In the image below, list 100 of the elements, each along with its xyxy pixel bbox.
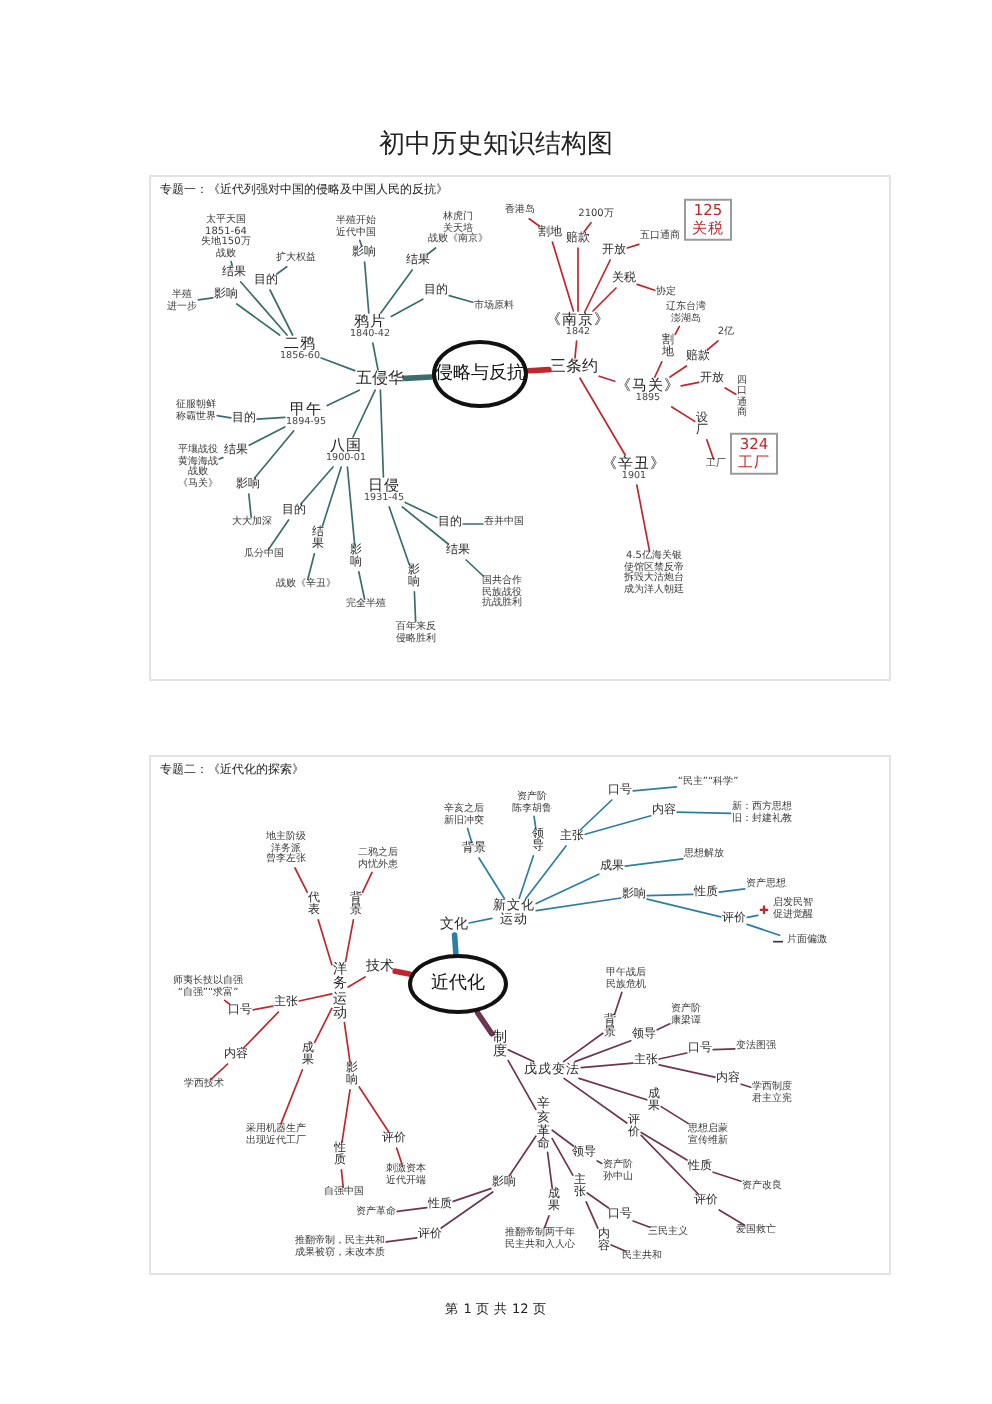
branch-line <box>474 1010 495 1037</box>
branch-line <box>357 570 366 601</box>
branch-line <box>280 1068 304 1125</box>
branch-line <box>275 265 288 275</box>
branch-line <box>478 857 506 900</box>
branch-line <box>269 289 294 336</box>
branch-line <box>507 1059 537 1111</box>
branch-line <box>343 1021 351 1064</box>
branch-line <box>579 799 613 831</box>
branch-line <box>533 815 537 830</box>
branch-label: 五侵华 <box>356 371 404 389</box>
branch-line <box>451 932 459 956</box>
branch-line <box>361 871 373 894</box>
branch-line <box>395 1147 403 1165</box>
branch-line <box>448 294 474 304</box>
branch-line <box>313 1007 333 1044</box>
branch-line <box>613 991 623 1016</box>
branch-line <box>640 1134 700 1195</box>
branch-line <box>586 1192 610 1209</box>
branch-line <box>388 506 411 566</box>
branch-line <box>507 1048 535 1063</box>
branch-line <box>658 1052 688 1060</box>
branch-label: 三条约 <box>550 359 598 377</box>
branch-line <box>653 360 663 378</box>
branch-line <box>670 406 696 423</box>
branch-line <box>404 501 438 519</box>
branch-line <box>660 1105 690 1125</box>
branch-line <box>562 1032 604 1063</box>
branch-line <box>718 887 746 894</box>
branch-line <box>252 1005 274 1011</box>
branch-line <box>358 239 363 247</box>
branch-line <box>326 389 361 407</box>
branch-line <box>352 389 377 438</box>
branch-line <box>718 1209 746 1227</box>
branch-line <box>340 1168 345 1189</box>
branch-line <box>598 375 616 383</box>
branch-line <box>577 247 579 312</box>
branch-line <box>658 1063 716 1079</box>
branch-line <box>528 217 541 227</box>
branch-line <box>210 1063 229 1081</box>
topic-ellipse: 侵略与反抗 <box>432 340 528 408</box>
branch-line <box>465 559 485 577</box>
branch-line <box>585 1200 599 1230</box>
branch-line <box>242 1011 280 1049</box>
branch-line <box>656 1022 671 1031</box>
branch-line <box>256 416 286 421</box>
branch-line <box>574 340 578 359</box>
branch-line <box>317 918 333 966</box>
branch-line <box>579 377 627 456</box>
branch-line <box>223 999 231 1005</box>
branch-line <box>546 1151 554 1190</box>
branch-line <box>580 1062 634 1069</box>
branch-line <box>452 1187 492 1203</box>
branch-line <box>746 914 759 919</box>
branch-line <box>347 976 366 988</box>
branch-line <box>543 1214 550 1229</box>
branch-line <box>358 1086 390 1133</box>
branch-line <box>535 873 600 905</box>
branch-line <box>402 374 434 382</box>
branch-line <box>712 1047 736 1051</box>
branch-line <box>646 898 722 918</box>
branch-line <box>321 466 343 528</box>
branch-line <box>636 283 656 292</box>
branch-line <box>624 857 684 868</box>
branch-line <box>218 456 224 460</box>
branch-line <box>592 287 617 312</box>
branch-line <box>401 506 450 545</box>
branch-line <box>584 259 612 312</box>
branch-line <box>669 365 688 378</box>
branch-line <box>462 523 484 525</box>
branch-line <box>253 430 295 479</box>
branch-line <box>197 296 214 301</box>
branch-line <box>392 968 413 977</box>
branch-line <box>676 811 732 815</box>
branch-line <box>518 854 535 900</box>
branch-line <box>563 1077 628 1124</box>
branch-line <box>468 917 493 924</box>
branch-line <box>583 221 592 233</box>
branch-line <box>440 1191 494 1229</box>
branch-line <box>306 552 316 581</box>
branch-line <box>396 1206 428 1213</box>
branch-line <box>746 923 781 937</box>
branch-line <box>346 466 356 546</box>
branch-line <box>466 827 473 843</box>
branch-line <box>640 1131 688 1161</box>
branch-line <box>584 814 652 836</box>
branch-line <box>379 269 414 314</box>
branch-line <box>294 867 309 894</box>
branch-line <box>740 1083 752 1089</box>
branch-line <box>551 241 575 312</box>
branch-line <box>724 387 737 396</box>
branch-line <box>320 357 356 372</box>
branch-line <box>706 339 719 351</box>
branch-line <box>341 1088 351 1144</box>
branch-line <box>298 992 333 1002</box>
branch-line <box>413 590 417 623</box>
branch-line <box>680 381 700 387</box>
branch-line <box>574 1039 632 1063</box>
branch-line <box>712 1171 742 1183</box>
branch-line <box>248 426 286 447</box>
